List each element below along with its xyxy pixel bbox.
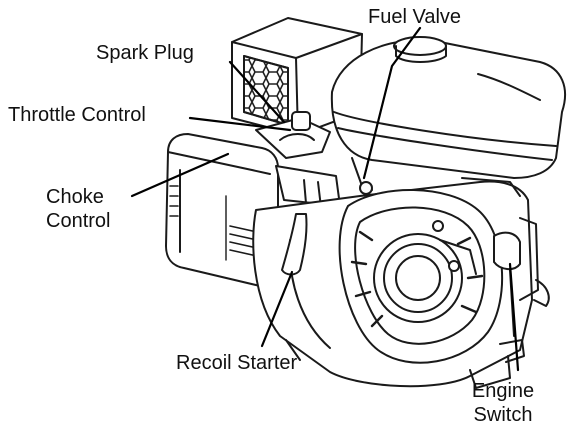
label-throttle-control: Throttle Control xyxy=(8,104,146,126)
fuel-tank xyxy=(332,37,565,178)
label-recoil-starter: Recoil Starter xyxy=(176,352,297,374)
label-fuel-valve: Fuel Valve xyxy=(368,6,461,28)
label-choke-control-line1: Choke xyxy=(46,186,104,208)
label-engine-switch-line1: Engine xyxy=(464,380,542,402)
label-engine-switch-line2: Switch xyxy=(464,404,542,426)
label-choke-control-line2: Control xyxy=(46,210,110,232)
label-spark-plug: Spark Plug xyxy=(96,42,194,64)
